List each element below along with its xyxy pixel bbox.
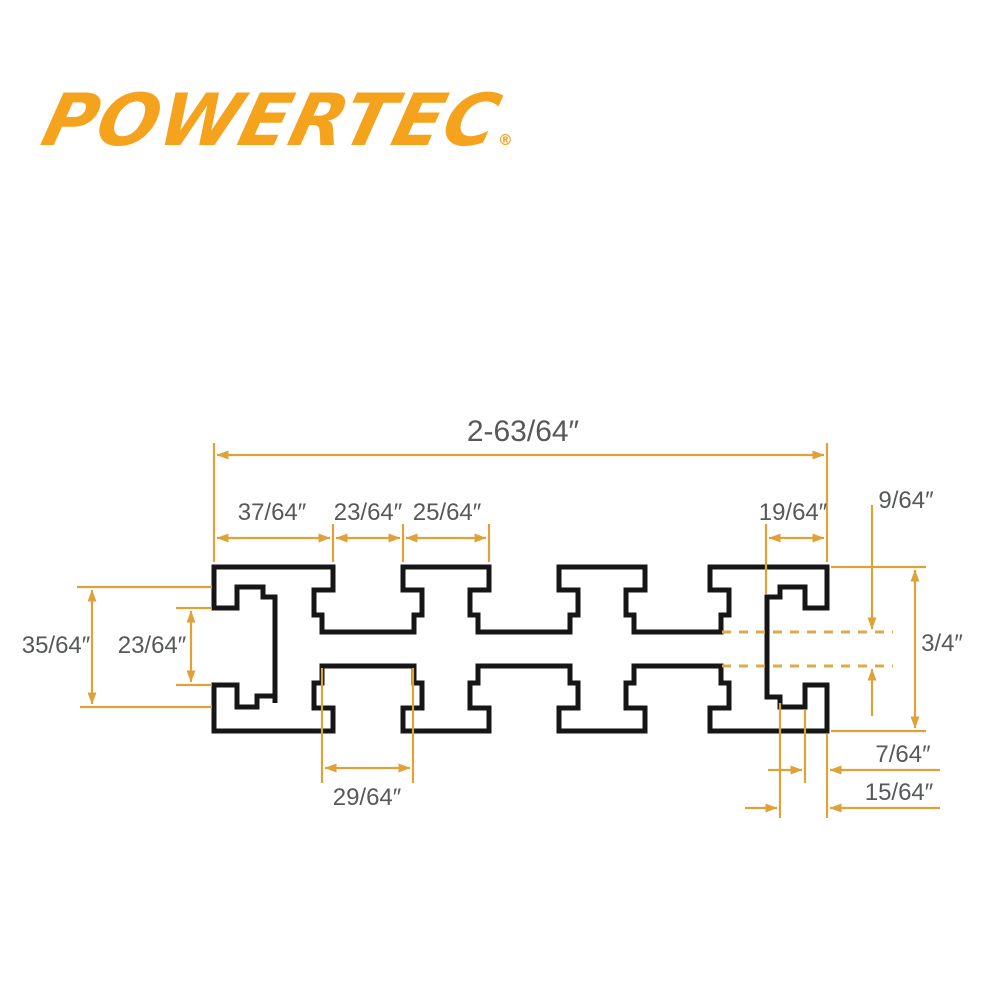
label-top-tab-second: 25/64″ [413, 499, 482, 526]
dimension-lines [87, 450, 940, 813]
label-overall-height: 3/4″ [921, 630, 963, 657]
label-bottom-cavity-width: 29/64″ [333, 784, 402, 811]
label-top-slot-opening: 23/64″ [334, 499, 403, 526]
label-web-thickness: 9/64″ [878, 487, 934, 514]
label-right-lip-width: 7/64″ [875, 741, 931, 768]
label-top-tab-left: 37/64″ [238, 499, 307, 526]
extension-lines [77, 443, 926, 818]
extrusion-profile-outline [211, 564, 830, 734]
label-right-step-depth: 15/64″ [865, 779, 934, 806]
label-left-opening-height: 23/64″ [118, 632, 187, 659]
label-top-right-cavity: 19/64″ [759, 499, 828, 526]
hidden-web-lines [722, 630, 893, 668]
label-left-cavity-height: 35/64″ [22, 632, 91, 659]
label-total-width: 2-63/64″ [467, 415, 580, 448]
